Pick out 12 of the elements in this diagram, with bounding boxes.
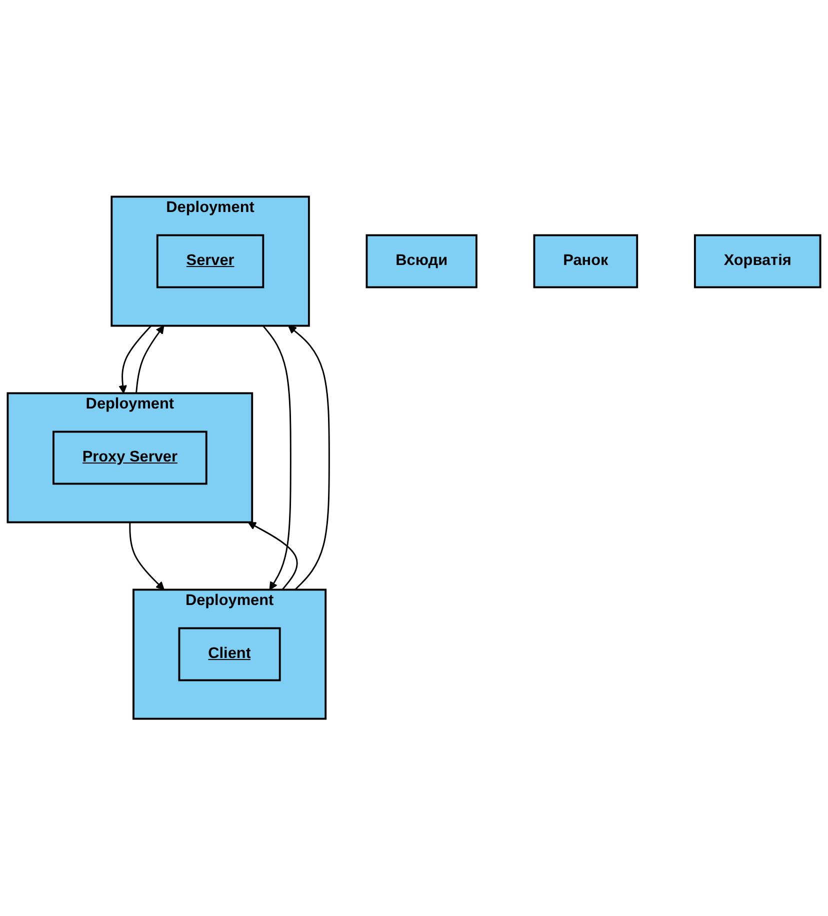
node-box: Proxy Server: [52, 431, 208, 485]
arrow: [136, 326, 164, 394]
node-box: Всюди: [366, 234, 478, 288]
arrow: [288, 326, 330, 590]
arrow: [262, 326, 292, 590]
arrow: [129, 522, 164, 590]
arrow: [118, 326, 152, 394]
node-box: Client: [178, 628, 281, 682]
node-box: Хорватія: [694, 234, 822, 288]
node-box: Server: [156, 234, 264, 288]
arrow: [248, 522, 298, 590]
node-box: Ранок: [533, 234, 638, 288]
